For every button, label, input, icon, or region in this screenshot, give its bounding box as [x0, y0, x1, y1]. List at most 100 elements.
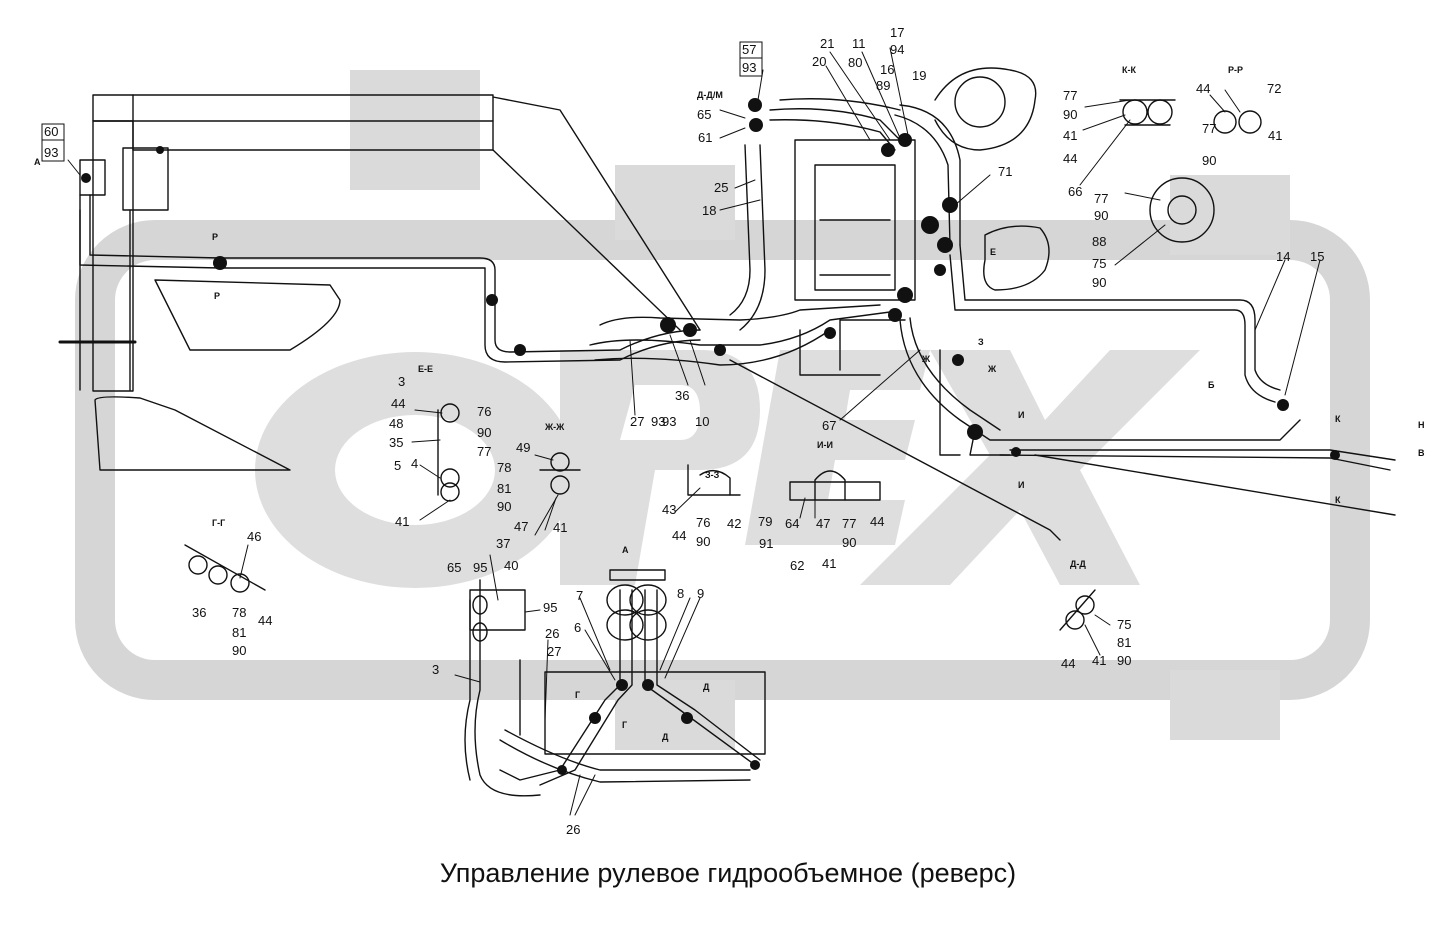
callout-number: 93	[662, 414, 676, 429]
callout-number: 66	[1068, 184, 1082, 199]
section-label: Г-Г	[212, 518, 225, 528]
section-label: Д-Д/М	[697, 90, 723, 100]
callout-number: 44	[1061, 656, 1075, 671]
callout-number: 90	[1202, 153, 1216, 168]
callout-number: 41	[822, 556, 836, 571]
callout-number: 35	[389, 435, 403, 450]
callout-number: 67	[822, 418, 836, 433]
callout-number: 8	[677, 586, 684, 601]
section-label: Ж	[987, 364, 997, 374]
detail-views	[184, 99, 1262, 642]
callout-number: 64	[785, 516, 799, 531]
callout-number: 18	[702, 203, 716, 218]
callout-number: 41	[1268, 128, 1282, 143]
bottom-hoses	[464, 569, 766, 797]
callout-number: 49	[516, 440, 530, 455]
callout-number: 47	[514, 519, 528, 534]
section-label: Н	[1418, 420, 1425, 430]
callout-number: 9	[697, 586, 704, 601]
diagram-caption: Управление рулевое гидрообъемное (реверс…	[439, 858, 1017, 888]
callout-number: 44	[1063, 151, 1077, 166]
callout-number: 75	[1092, 256, 1106, 271]
fittings	[81, 98, 1340, 775]
section-label: Е-Е	[418, 364, 433, 374]
section-label: В	[1418, 448, 1425, 458]
section-label: Б	[1208, 380, 1215, 390]
callout-number: 76	[477, 404, 491, 419]
section-label: Д-Д	[1070, 559, 1086, 569]
callout-number: 6	[574, 620, 581, 635]
callout-number: 90	[1063, 107, 1077, 122]
callout-number: 81	[497, 481, 511, 496]
callout-number: 90	[842, 535, 856, 550]
callout-number: 40	[504, 558, 518, 573]
callout-number: 65	[697, 107, 711, 122]
callout-box	[41, 123, 65, 162]
callout-number: 78	[497, 460, 511, 475]
callout-number: 10	[695, 414, 709, 429]
callout-number: 72	[1267, 81, 1281, 96]
callout-number: 75	[1117, 617, 1131, 632]
callout-number: 3	[432, 662, 439, 677]
callout-number: 20	[812, 54, 826, 69]
callout-number: 93	[742, 60, 756, 75]
callout-number: 36	[192, 605, 206, 620]
section-label: Р	[212, 232, 218, 242]
pipes	[79, 98, 1396, 541]
callout-number: 36	[675, 388, 689, 403]
section-label: К	[1335, 495, 1341, 505]
callout-box	[739, 41, 763, 77]
callout-number: 41	[1063, 128, 1077, 143]
callout-number: 90	[1117, 653, 1131, 668]
callout-number: 90	[497, 499, 511, 514]
section-label: Р	[214, 291, 220, 301]
callout-number: 90	[696, 534, 710, 549]
section-label: Г	[622, 720, 627, 730]
section-label: З-З	[705, 470, 720, 480]
callout-number: 90	[1092, 275, 1106, 290]
section-label: А	[34, 157, 41, 167]
callout-number: 44	[870, 514, 884, 529]
callout-number: 77	[1202, 121, 1216, 136]
section-label: Г	[575, 690, 580, 700]
callout-number: 25	[714, 180, 728, 195]
section-label: К	[1335, 414, 1341, 424]
section-label: И-И	[817, 440, 833, 450]
section-label: И	[1018, 410, 1024, 420]
section-label: Д	[662, 732, 669, 742]
callout-number: 76	[696, 515, 710, 530]
callout-number: 17	[890, 25, 904, 40]
callout-number: 3	[398, 374, 405, 389]
callout-number: 4	[411, 456, 418, 471]
callout-number: 42	[727, 516, 741, 531]
callout-number: 94	[890, 42, 904, 57]
callout-number: 7	[576, 588, 583, 603]
callout-number: 11	[852, 36, 866, 51]
callout-number: 57	[742, 42, 756, 57]
callout-number: 43	[662, 502, 676, 517]
callout-number: 48	[389, 416, 403, 431]
section-label: К-К	[1122, 65, 1136, 75]
callout-number: 80	[848, 55, 862, 70]
callout-number: 19	[912, 68, 926, 83]
callout-number: 91	[759, 536, 773, 551]
leader-lines	[67, 47, 1321, 816]
callout-number: 46	[247, 529, 261, 544]
callout-number: 5	[394, 458, 401, 473]
callout-number: 77	[842, 516, 856, 531]
callout-number: 26	[566, 822, 580, 837]
line-art	[58, 47, 1396, 816]
callout-number: 81	[232, 625, 246, 640]
section-label: И	[1018, 480, 1024, 490]
section-label: Е	[990, 247, 996, 257]
callout-number: 44	[672, 528, 686, 543]
callout-number: 95	[543, 600, 557, 615]
callout-number: 81	[1117, 635, 1131, 650]
central-tank	[794, 67, 1050, 376]
callout-number: 14	[1276, 249, 1290, 264]
callout-number: 41	[553, 520, 567, 535]
callout-number: 15	[1310, 249, 1324, 264]
callout-number: 47	[816, 516, 830, 531]
callout-number: 88	[1092, 234, 1106, 249]
